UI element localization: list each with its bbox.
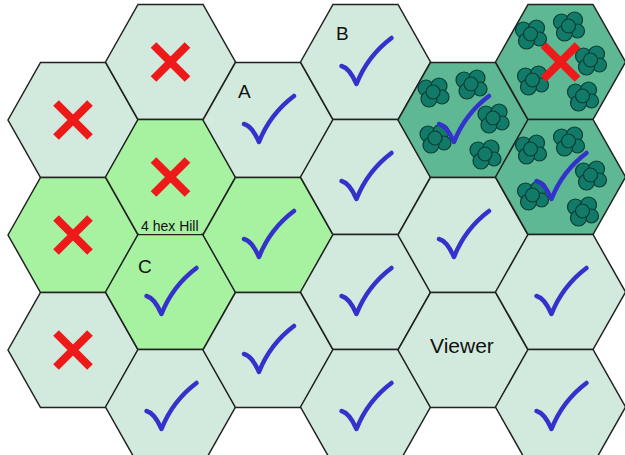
hex-letter: B bbox=[336, 24, 349, 43]
tree-clump bbox=[456, 70, 487, 99]
check-mark bbox=[439, 211, 489, 257]
tree-lobe bbox=[478, 147, 492, 161]
tree-clump bbox=[576, 161, 607, 190]
tree-lobe bbox=[584, 53, 598, 67]
cross-mark bbox=[154, 160, 188, 194]
tree-clump bbox=[516, 135, 547, 164]
viewer-label: Viewer bbox=[428, 334, 496, 357]
tree-clump bbox=[554, 12, 585, 41]
tree-clump bbox=[554, 127, 585, 156]
tree-clump bbox=[568, 82, 599, 111]
check-mark bbox=[342, 383, 392, 429]
tree-lobe bbox=[562, 134, 576, 148]
tree-clump bbox=[516, 20, 547, 49]
terrain-label: 4 hex Hill bbox=[139, 218, 201, 234]
tree-clump bbox=[576, 46, 607, 75]
map-hex bbox=[496, 5, 625, 120]
map-hex bbox=[496, 120, 625, 235]
tree-clump bbox=[568, 197, 599, 226]
check-mark bbox=[342, 153, 392, 199]
cross-mark bbox=[544, 45, 578, 79]
check-mark bbox=[244, 211, 294, 257]
cross-stroke bbox=[154, 45, 188, 79]
hex-outline bbox=[496, 350, 625, 455]
cross-stroke bbox=[56, 333, 90, 367]
tree-lobe bbox=[486, 111, 500, 125]
tree-lobe bbox=[576, 89, 590, 103]
check-mark bbox=[147, 268, 197, 314]
cross-stroke bbox=[154, 160, 188, 194]
map-hex bbox=[496, 235, 625, 350]
tree-lobe bbox=[584, 168, 598, 182]
tree-lobe bbox=[524, 27, 538, 41]
tree-lobe bbox=[576, 204, 590, 218]
hex-letter: A bbox=[238, 82, 251, 101]
tree-clump bbox=[418, 78, 449, 107]
check-mark bbox=[342, 268, 392, 314]
check-mark bbox=[244, 96, 294, 142]
tree-lobe bbox=[526, 188, 540, 202]
check-mark bbox=[342, 38, 392, 84]
tree-lobe bbox=[562, 19, 576, 33]
cross-mark bbox=[56, 218, 90, 252]
cross-mark bbox=[56, 103, 90, 137]
hex-outline bbox=[496, 235, 625, 350]
tree-clump bbox=[478, 104, 509, 133]
check-mark bbox=[537, 383, 587, 429]
check-mark bbox=[147, 383, 197, 429]
hex-letter: C bbox=[138, 257, 152, 276]
cross-mark bbox=[154, 45, 188, 79]
cross-stroke bbox=[544, 45, 578, 79]
cross-mark bbox=[56, 333, 90, 367]
tree-lobe bbox=[428, 131, 442, 145]
tree-lobe bbox=[526, 73, 540, 87]
cross-stroke bbox=[56, 103, 90, 137]
tree-lobe bbox=[464, 77, 478, 91]
check-mark bbox=[537, 268, 587, 314]
cross-stroke bbox=[56, 218, 90, 252]
tree-clump bbox=[518, 66, 549, 95]
map-hex bbox=[496, 350, 625, 455]
hex-outline bbox=[496, 5, 625, 120]
hex-outline bbox=[496, 120, 625, 235]
check-mark bbox=[537, 153, 587, 199]
check-mark bbox=[244, 326, 294, 372]
check-mark bbox=[439, 96, 489, 142]
tree-lobe bbox=[426, 85, 440, 99]
tree-lobe bbox=[524, 142, 538, 156]
tree-clump bbox=[470, 140, 501, 169]
